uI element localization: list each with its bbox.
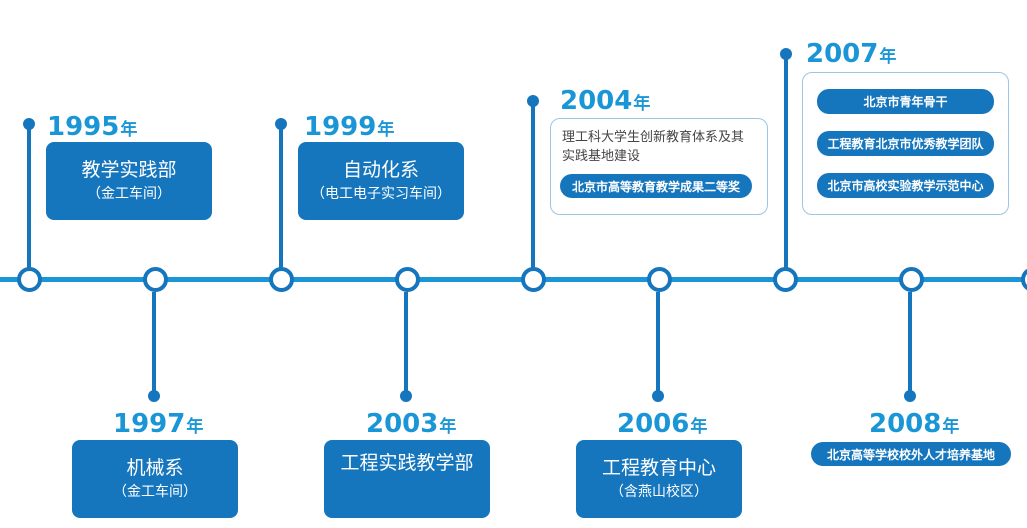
stem-end-dot-2006	[652, 390, 664, 402]
stem-end-dot-2007	[780, 48, 792, 60]
timeline-node-2003	[395, 267, 420, 292]
stem-2003	[404, 292, 408, 396]
timeline-node-2006	[647, 267, 672, 292]
event-description: 理工科大学生创新教育体系及其 实践基地建设	[562, 130, 745, 164]
year-label-2006: 2006年	[617, 409, 708, 439]
stem-2008	[908, 292, 912, 396]
stem-end-dot-1999	[275, 118, 287, 130]
stem-1995	[27, 124, 31, 272]
stem-2007	[784, 56, 788, 272]
stem-end-dot-2004	[527, 95, 539, 107]
year-label-1999: 1999年	[304, 112, 395, 142]
event-subtitle: （电工电子实习车间）	[311, 186, 451, 202]
event-title: 教学实践部	[81, 159, 177, 181]
event-box-2003: 工程实践教学部	[324, 440, 490, 518]
timeline-node-2008	[899, 267, 924, 292]
event-title: 工程教育中心	[601, 457, 716, 479]
stem-2004	[531, 101, 535, 272]
award-pill-2004: 北京市高等教育教学成果二等奖	[560, 174, 752, 198]
award-pill-2007-3: 北京市高校实验教学示范中心	[817, 173, 994, 198]
event-subtitle: （金工车间）	[87, 186, 171, 202]
year-label-2003: 2003年	[366, 409, 457, 439]
stem-end-dot-1995	[23, 118, 35, 130]
award-pill-2007-1: 北京市青年骨干	[817, 89, 994, 114]
stem-1999	[279, 124, 283, 272]
year-label-2008: 2008年	[869, 409, 960, 439]
event-title: 机械系	[126, 457, 184, 479]
award-pill-2007-2: 工程教育北京市优秀教学团队	[817, 131, 994, 156]
award-panel-2004	[550, 118, 768, 215]
award-pill-2008: 北京高等学校校外人才培养基地	[811, 442, 1011, 466]
event-title: 工程实践教学部	[340, 452, 474, 474]
year-label-2007: 2007年	[806, 39, 897, 69]
timeline-node-1999	[269, 267, 294, 292]
event-box-1997: 机械系 （金工车间）	[72, 440, 238, 518]
event-subtitle: （金工车间）	[113, 484, 197, 500]
timeline-node-1995	[17, 267, 42, 292]
year-label-1997: 1997年	[113, 409, 204, 439]
timeline-node-1997	[143, 267, 168, 292]
timeline-node-2007	[773, 267, 798, 292]
timeline-axis	[0, 277, 1027, 282]
event-subtitle: （含燕山校区）	[610, 484, 708, 500]
event-box-1999: 自动化系 （电工电子实习车间）	[298, 142, 464, 220]
event-box-1995: 教学实践部 （金工车间）	[46, 142, 212, 220]
year-label-1995: 1995年	[47, 112, 138, 142]
year-label-2004: 2004年	[560, 86, 651, 116]
timeline-node-edge	[1021, 267, 1027, 292]
stem-end-dot-1997	[148, 390, 160, 402]
stem-2006	[656, 292, 660, 396]
event-title: 自动化系	[342, 159, 419, 181]
stem-1997	[152, 292, 156, 396]
stem-end-dot-2003	[400, 390, 412, 402]
stem-end-dot-2008	[904, 390, 916, 402]
event-box-2006: 工程教育中心 （含燕山校区）	[576, 440, 742, 518]
timeline-node-2004	[521, 267, 546, 292]
